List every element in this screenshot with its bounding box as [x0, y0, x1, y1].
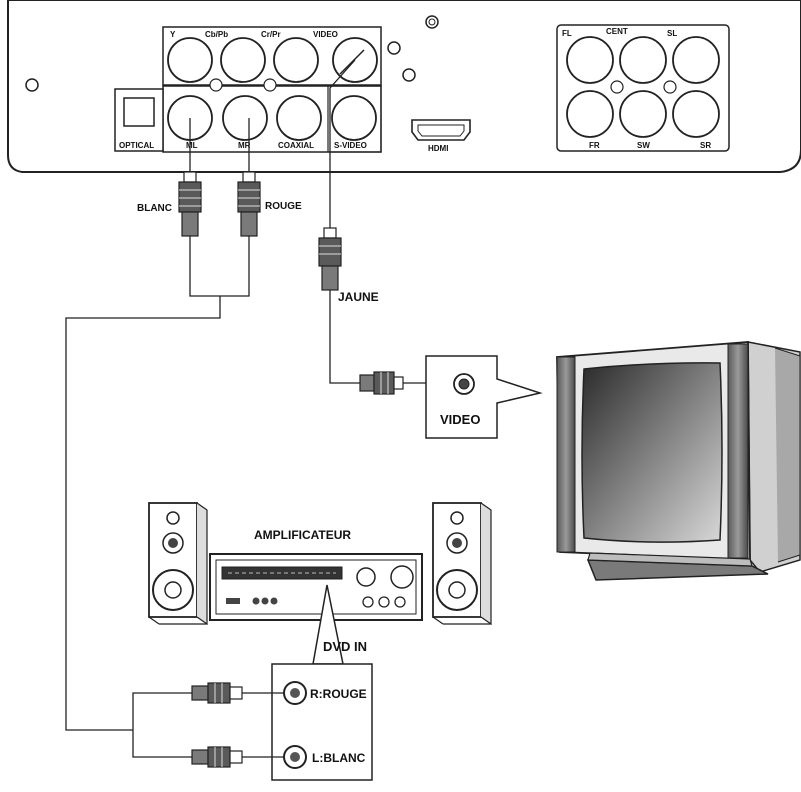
amplifier-display: [221, 566, 343, 580]
rca-plug-amp-right: [191, 682, 284, 704]
panel-screw-mid-1: [387, 41, 401, 55]
surround-output-block: [556, 24, 730, 152]
panel-screw-top: [425, 15, 439, 29]
panel-screw-mid-2: [402, 68, 416, 82]
amplifier-knob-left: [356, 567, 376, 587]
label-sl: SL: [667, 29, 677, 38]
jack-fr: [566, 90, 614, 138]
jack-cent: [619, 36, 667, 84]
label-r-rouge: R:ROUGE: [310, 687, 367, 701]
jack-y: [167, 37, 213, 83]
label-jaune: JAUNE: [338, 290, 379, 304]
rca-plug-red: [237, 171, 261, 237]
dvd-rear-panel: Y Cb/Pb Cr/Pr VIDEO OPTICAL ML MR COAXIA…: [7, 0, 801, 173]
rca-plug-video-tv: [359, 371, 404, 395]
label-blanc: BLANC: [137, 203, 172, 214]
amplifier-input-box: R:ROUGE L:BLANC: [271, 663, 373, 781]
label-fr: FR: [589, 141, 600, 150]
jack-svideo: [331, 95, 377, 141]
label-video-out: VIDEO: [313, 30, 338, 39]
hdmi-port: [411, 119, 471, 141]
label-cent: CENT: [606, 27, 628, 36]
label-svideo: S-VIDEO: [334, 141, 367, 150]
speaker-left: [148, 502, 208, 626]
label-cbpb: Cb/Pb: [205, 30, 228, 39]
jack-sl: [672, 36, 720, 84]
amplifier-knob-right: [390, 565, 414, 589]
label-mr: MR: [238, 141, 251, 150]
speaker-right: [432, 502, 492, 626]
jack-coaxial: [276, 95, 322, 141]
label-crpr: Cr/Pr: [261, 30, 281, 39]
tv-screen: [581, 362, 723, 543]
label-ml: ML: [186, 141, 198, 150]
amplifier-title: AMPLIFICATEUR: [254, 528, 351, 542]
jack-fl: [566, 36, 614, 84]
label-l-blanc: L:BLANC: [312, 751, 366, 765]
television: [556, 341, 801, 581]
tv-video-input-callout: VIDEO: [425, 355, 543, 439]
label-rouge: ROUGE: [265, 201, 302, 212]
dvd-in-label: DVD IN: [323, 639, 367, 654]
rca-plug-yellow: [318, 227, 342, 291]
label-hdmi: HDMI: [428, 144, 448, 153]
label-fl: FL: [562, 29, 572, 38]
label-sw: SW: [637, 141, 650, 150]
jack-mr: [222, 95, 268, 141]
label-tv-video: VIDEO: [440, 412, 480, 427]
amplifier: [209, 553, 423, 621]
optical-port: [114, 88, 164, 152]
jack-sw: [619, 90, 667, 138]
jack-crpr: [273, 37, 319, 83]
label-y: Y: [170, 30, 176, 39]
audio-cable-wires: [65, 118, 250, 758]
jack-cbpb: [220, 37, 266, 83]
rca-plug-white: [178, 171, 202, 237]
jack-sr: [672, 90, 720, 138]
label-sr: SR: [700, 141, 711, 150]
label-coaxial: COAXIAL: [278, 141, 314, 150]
label-optical: OPTICAL: [119, 141, 154, 150]
rca-plug-amp-left: [191, 746, 284, 768]
panel-screw-left: [25, 78, 39, 92]
